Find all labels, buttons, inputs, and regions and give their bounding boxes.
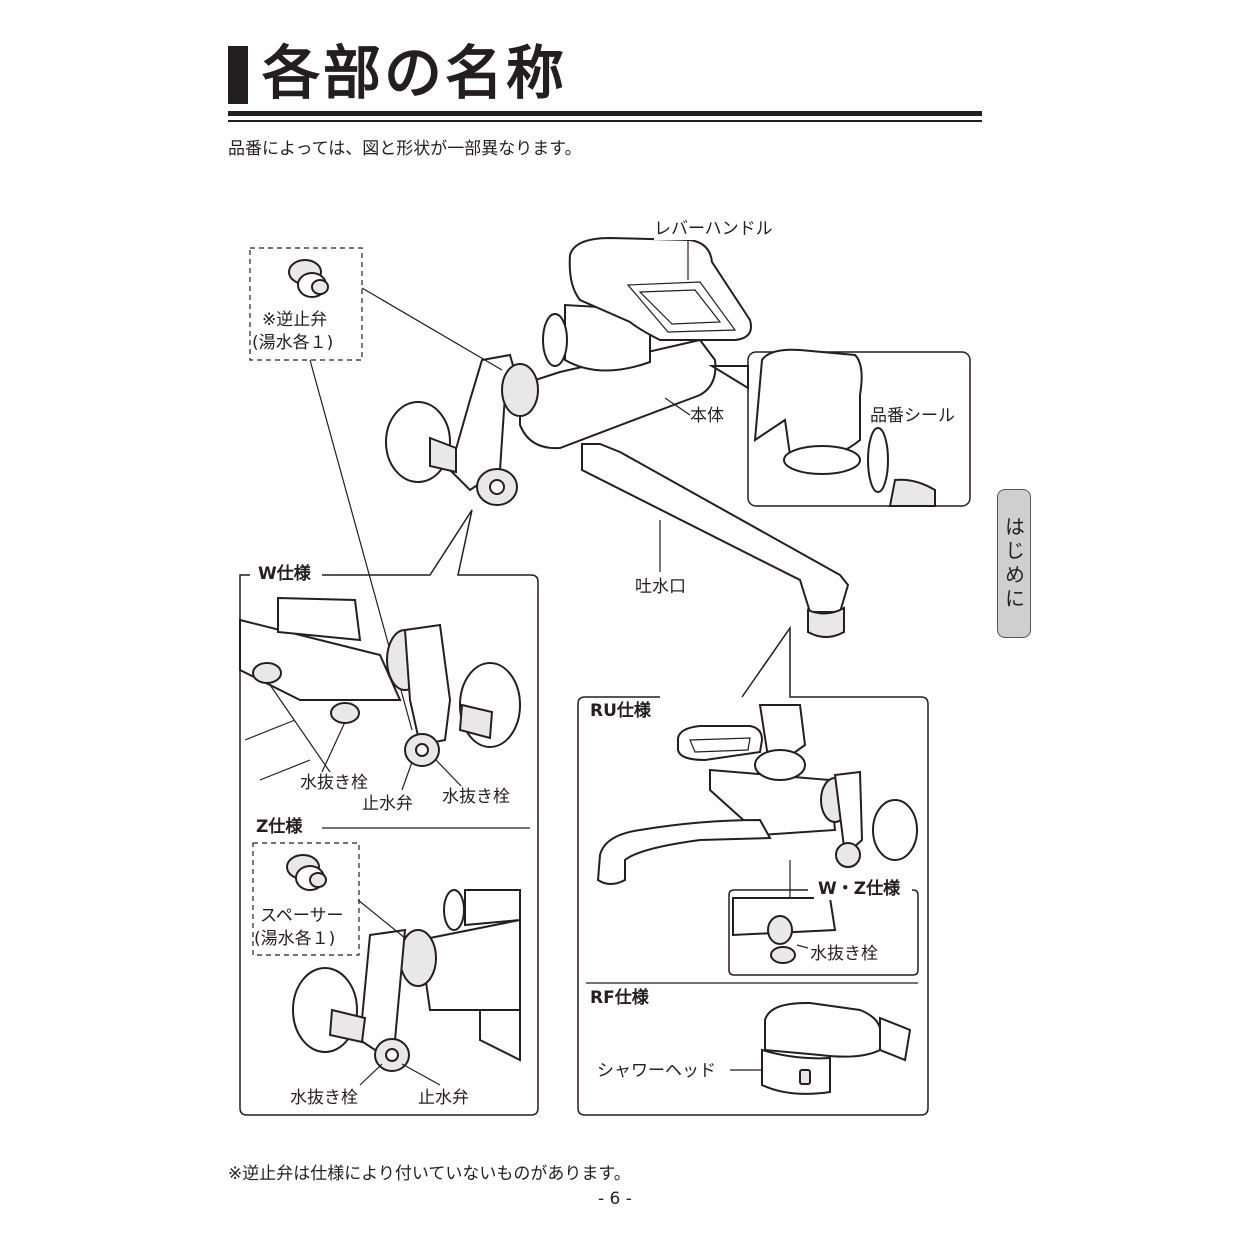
- check-valve-part: [288, 259, 329, 298]
- page-subtitle: 品番によっては、図と形状が一部異なります。: [228, 139, 582, 159]
- main-faucet-illustration: [385, 236, 850, 638]
- rf-spec-shower-head: シャワーヘッド: [597, 1061, 716, 1081]
- label-body: 本体: [690, 405, 724, 427]
- ru-spec-illustration: [596, 704, 918, 885]
- rf-spec-title: RF仕様: [590, 988, 649, 1008]
- side-tab-introduction[interactable]: はじめに: [997, 489, 1031, 638]
- label-model-sticker: 品番シール: [870, 405, 955, 427]
- page-number: - 6 -: [598, 1189, 632, 1209]
- z-spec-spacer-note: (湯水各１): [254, 929, 336, 949]
- w-spec-drain-plug-right: 水抜き栓: [442, 786, 510, 808]
- w-spec-title: W仕様: [254, 563, 315, 585]
- wz-spec-drain-plug: 水抜き栓: [810, 944, 878, 964]
- spacer-part: [286, 854, 327, 891]
- side-tab-label: はじめに: [1001, 515, 1026, 612]
- z-spec-title: Z仕様: [252, 816, 307, 838]
- w-spec-illustration: [239, 596, 521, 791]
- title-rule-thin: [228, 120, 982, 122]
- z-spec-spacer: スペーサー: [260, 906, 344, 926]
- w-spec-stop-valve: 止水弁: [362, 793, 413, 815]
- title-accent-bar: [228, 46, 248, 104]
- wz-spec-illustration: [732, 897, 837, 964]
- z-spec-drain-plug: 水抜き栓: [290, 1088, 358, 1108]
- z-spec-illustration: [292, 889, 521, 1086]
- rf-spec-illustration: [730, 1001, 912, 1095]
- footer-note: ※逆止弁は仕様により付いていないものがあります。: [228, 1164, 631, 1184]
- z-spec-stop-valve: 止水弁: [418, 1088, 469, 1108]
- label-spout: 吐水口: [635, 576, 686, 598]
- wz-spec-title: W・Z仕様: [814, 878, 905, 900]
- title-rule-thick: [228, 111, 982, 116]
- page-title: 各部の名称: [262, 39, 568, 107]
- label-check-valve: ※逆止弁: [262, 310, 328, 330]
- w-spec-drain-plug-left: 水抜き栓: [300, 772, 368, 794]
- label-lever-handle: レバーハンドル: [654, 218, 773, 240]
- label-check-valve-note: (湯水各１): [252, 333, 334, 353]
- ru-spec-title: RU仕様: [590, 701, 651, 721]
